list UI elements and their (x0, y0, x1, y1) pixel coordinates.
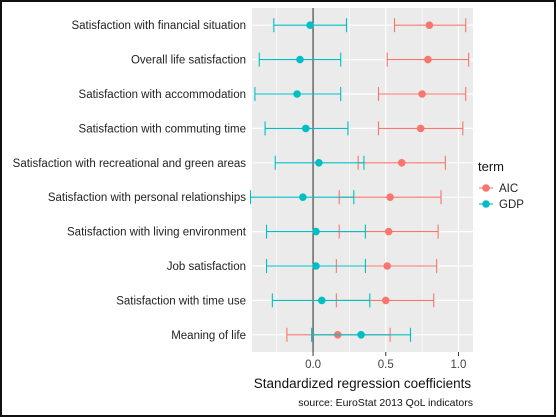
data-point (383, 262, 392, 270)
data-point (317, 296, 326, 305)
data-point (312, 227, 320, 236)
x-tick-label: 0.5 (378, 359, 394, 371)
legend-title: term (478, 159, 504, 174)
data-series (249, 18, 470, 342)
category-label: Satisfaction with recreational and green… (13, 158, 247, 170)
category-label: Job satisfaction (167, 261, 246, 273)
data-point (312, 262, 320, 270)
x-axis-ticks: 0.0 0.5 1.0 (305, 352, 466, 371)
data-point (315, 159, 323, 167)
data-point (299, 193, 307, 201)
category-label: Satisfaction with accommodation (79, 89, 246, 101)
data-point (357, 331, 365, 339)
category-labels: Satisfaction with financial situationOve… (13, 20, 247, 342)
legend-label: GDP (499, 199, 524, 211)
series-gdp (249, 18, 412, 342)
category-label: Overall life satisfaction (131, 55, 246, 67)
x-axis-title: Standardized regression coefficients (254, 376, 472, 391)
data-point (296, 55, 304, 64)
data-point (424, 55, 432, 64)
data-point (384, 227, 393, 236)
category-label: Satisfaction with personal relationships (48, 192, 246, 204)
legend-label: AIC (499, 183, 518, 195)
category-label: Satisfaction with time use (116, 295, 246, 307)
series-aic (286, 18, 470, 342)
legend: term AIC GDP (478, 159, 524, 211)
data-point (386, 193, 394, 201)
data-point (425, 21, 434, 30)
data-point (416, 124, 425, 133)
data-point (397, 159, 406, 167)
data-point (293, 90, 301, 98)
data-point (301, 124, 310, 133)
data-point (381, 296, 390, 305)
data-point (306, 21, 314, 30)
x-tick-label: 0.0 (305, 359, 321, 371)
category-label: Meaning of life (171, 330, 246, 342)
category-label: Satisfaction with financial situation (71, 20, 246, 32)
data-point (418, 90, 426, 98)
x-tick-label: 1.0 (450, 359, 466, 371)
category-label: Satisfaction with commuting time (79, 123, 246, 135)
plot-panel (252, 8, 473, 352)
category-label: Satisfaction with living environment (67, 227, 247, 239)
chart-caption: source: EuroStat 2013 QoL indicators (298, 397, 473, 409)
